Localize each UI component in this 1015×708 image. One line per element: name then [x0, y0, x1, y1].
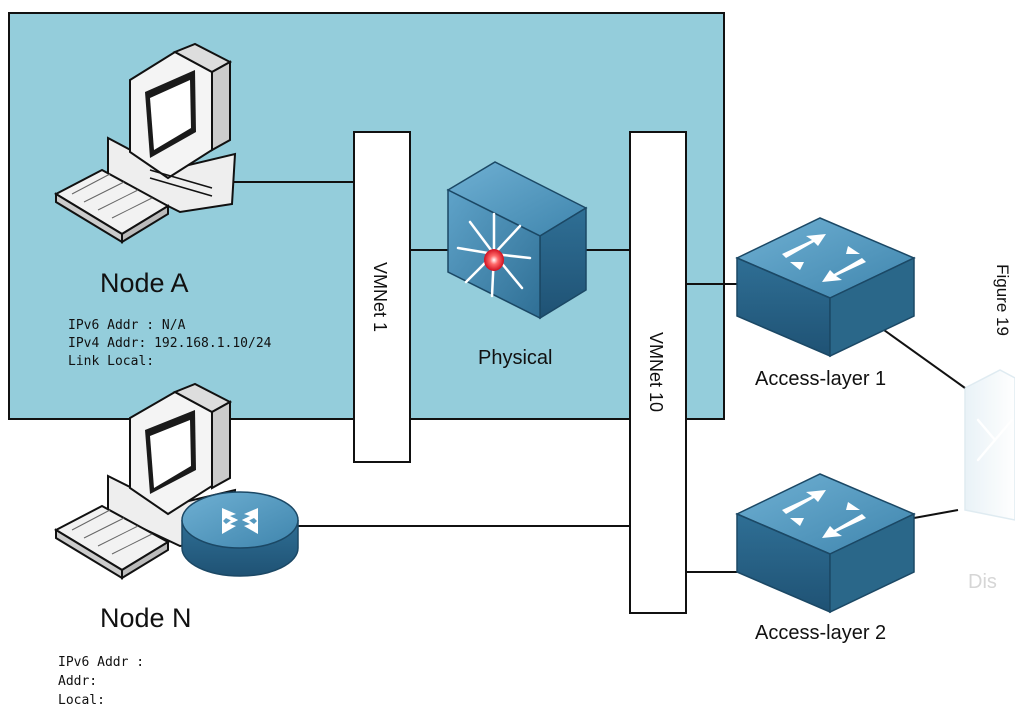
- node-n-local: Local:: [58, 693, 105, 708]
- node-n-ipv6: IPv6 Addr :: [58, 655, 144, 670]
- physical-label: Physical: [478, 347, 552, 369]
- node-a-computer-icon: [53, 42, 237, 244]
- node-a-ipv6: IPv6 Addr : N/A: [68, 318, 186, 333]
- access-layer-2-label: Access-layer 2: [755, 622, 886, 644]
- node-a-name: Node A: [100, 268, 189, 298]
- router-icon: [181, 491, 299, 577]
- node-n-name: Node N: [100, 603, 192, 633]
- vmnet10-label: VMNet 10: [646, 332, 666, 412]
- distribution-switch-icon: [964, 369, 1015, 521]
- vmnet1-label: VMNet 1: [370, 262, 390, 332]
- access-layer-1-switch-icon: [735, 217, 916, 358]
- access-layer-2-switch-icon: [735, 473, 916, 614]
- node-a-link-local: Link Local:: [68, 354, 154, 369]
- physical-switch-icon: [446, 161, 588, 320]
- access-layer-1-label: Access-layer 1: [755, 368, 886, 390]
- node-n-addr: Addr:: [58, 674, 97, 689]
- node-a-ipv4: IPv4 Addr: 192.168.1.10/24: [68, 336, 272, 351]
- vmnet1-bus: VMNet 1: [353, 131, 411, 463]
- vmnet10-bus: VMNet 10: [629, 131, 687, 614]
- distribution-label: Dis: [968, 571, 997, 593]
- connection-lines: [232, 181, 966, 573]
- figure-caption: Figure 19: [993, 264, 1012, 336]
